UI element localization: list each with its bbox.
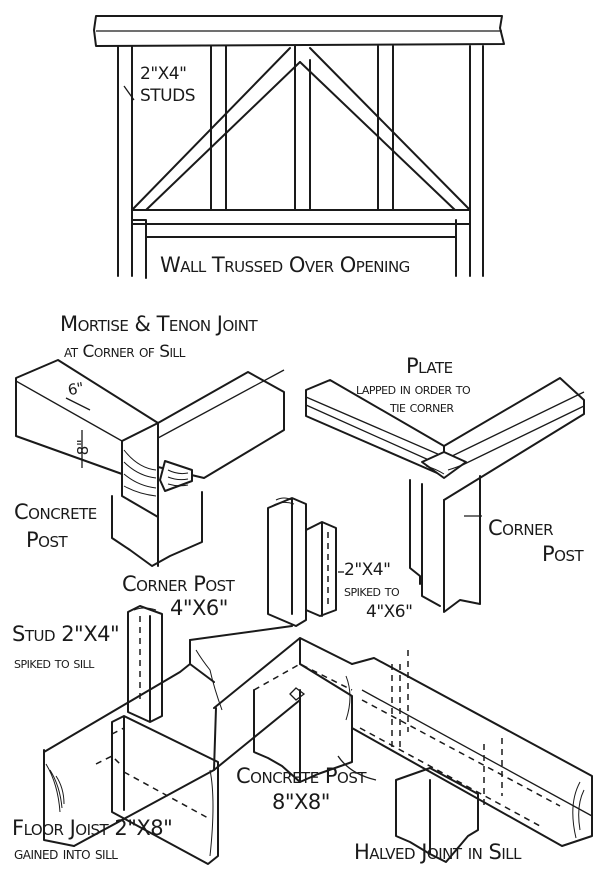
concrete-post-label-line1: Concrete	[14, 500, 97, 524]
sill-end-grain	[121, 422, 159, 518]
right-diagonal	[299, 47, 471, 211]
spiked-stud-size: 2"X4"	[344, 560, 391, 580]
stud-2x4	[127, 605, 163, 723]
concrete-post-label-line2: Post	[26, 528, 68, 552]
plate-caption-line3: tie corner	[390, 398, 454, 416]
corner-post-4x6-size: 4"X6"	[170, 596, 228, 620]
wall-truss-drawing	[93, 15, 505, 279]
spiked-to-label: spiked to	[344, 582, 400, 600]
corner-post-4x6-label: Corner Post	[122, 572, 235, 596]
plate-corner-drawing	[305, 377, 585, 613]
concrete-post-8x8-size: 8"X8"	[272, 790, 330, 814]
stud-2	[294, 45, 311, 211]
plate-caption: Plate	[406, 354, 453, 378]
floor-joist-label: Floor Joist 2"X8"	[12, 816, 173, 840]
spiked-2x4	[305, 521, 337, 617]
mortise-tenon-caption-line1: Mortise & Tenon Joint	[60, 312, 258, 336]
sill-left-beam	[43, 625, 293, 847]
studs-size-label: 2"X4"	[140, 64, 187, 84]
left-diagonal	[131, 47, 301, 211]
bolt-1	[391, 664, 401, 752]
tenon	[159, 460, 193, 492]
dimension-6in: 6"	[66, 378, 85, 400]
mortise-tenon-drawing	[15, 359, 285, 567]
sill-right	[157, 371, 285, 479]
concrete-post-8x8	[253, 689, 353, 783]
sill-center	[213, 637, 353, 771]
corner-post-label-line1: Corner	[488, 516, 554, 540]
sill-right-beam	[351, 657, 593, 847]
lap-joint	[421, 451, 467, 479]
plate-caption-line2: lapped in order to	[356, 380, 471, 398]
wall-truss-caption: Wall Trussed Over Opening	[160, 253, 410, 277]
corner-post-drawing	[409, 475, 481, 613]
sill-left-top	[43, 639, 191, 847]
studs-label: STUDS	[140, 86, 196, 106]
lintel	[145, 223, 457, 238]
top-plate	[93, 15, 505, 47]
spiked-target-size: 4"X6"	[366, 602, 413, 622]
dimension-8in: 8"	[74, 439, 93, 456]
plate-right	[443, 377, 585, 501]
floor-joist	[111, 715, 219, 865]
truss-bottom-chord	[131, 209, 471, 225]
stud-spiked-label: spiked to sill	[14, 654, 94, 672]
corner-post-4x6	[267, 497, 307, 627]
halved-joint-label: Halved Joint in Sill	[354, 840, 522, 864]
right-end-stud	[455, 45, 484, 277]
mortise-tenon-caption-line2: at Corner of Sill	[64, 342, 185, 362]
stud-3	[377, 45, 394, 211]
sill-assembly-drawing	[43, 497, 593, 865]
left-end-stud	[117, 45, 147, 279]
floor-joist-gained-label: gained into sill	[14, 844, 118, 864]
corner-post-label-line2: Post	[542, 542, 584, 566]
concrete-post-8x8-label: Concrete Post	[236, 764, 367, 788]
concrete-post-1	[111, 491, 203, 567]
concrete-post-right	[395, 767, 479, 863]
stud-2x4-label: Stud 2"X4"	[12, 622, 120, 646]
bolt-3	[483, 738, 503, 810]
